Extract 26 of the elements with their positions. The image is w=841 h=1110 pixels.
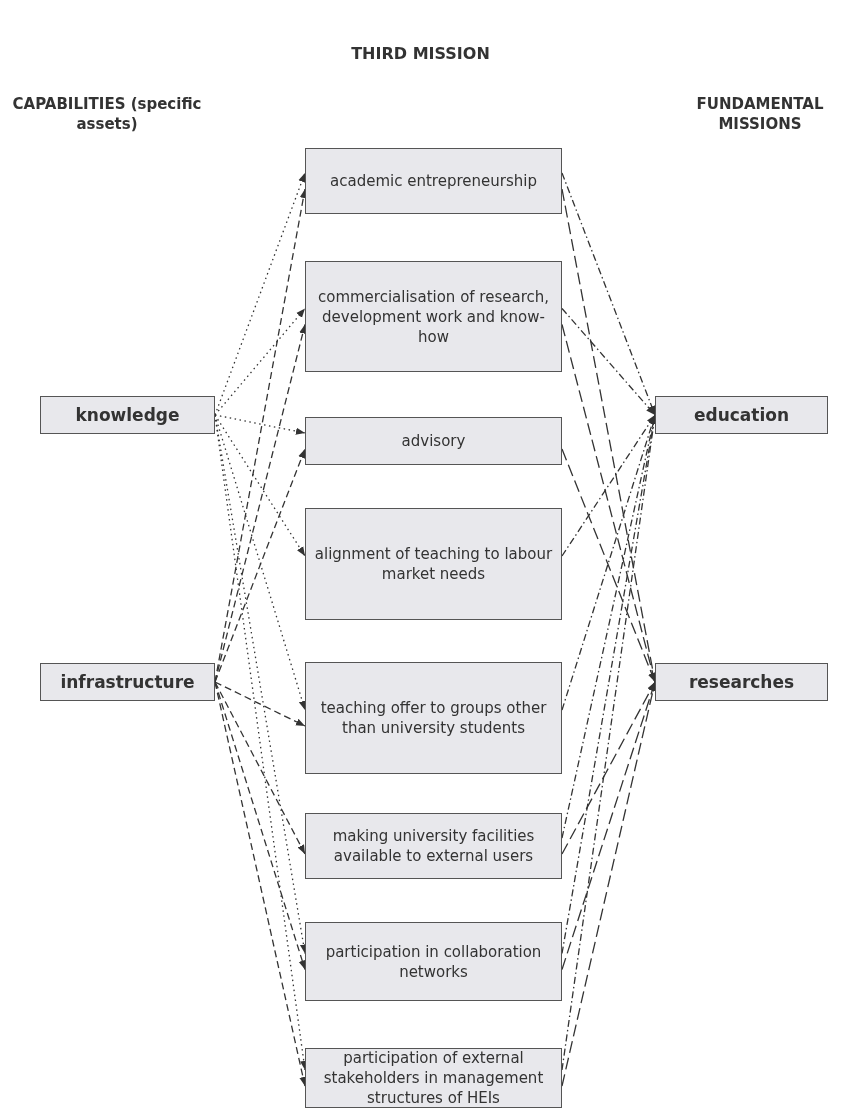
- arrow: [561, 323, 657, 683]
- arrow: [561, 307, 656, 416]
- arrow: [561, 414, 656, 711]
- activity-box: teaching offer to groups other than university students: [305, 662, 562, 774]
- activity-box: making university facilities available to external users: [305, 813, 562, 879]
- activity-box: participation in collaboration networks: [305, 922, 562, 1001]
- arrow: [214, 681, 306, 727]
- activity-box: alignment of teaching to labour market needs: [305, 508, 562, 620]
- activity-box: participation of external stakeholders in management structures of HEIs: [305, 1048, 562, 1108]
- activity-box: commercialisation of research, development work and know-how: [305, 261, 562, 372]
- arrow: [561, 448, 656, 683]
- column-heading: FUNDAMENTAL MISSIONS: [695, 94, 825, 134]
- activity-box: advisory: [305, 417, 562, 465]
- arrow: [214, 307, 306, 416]
- arrow: [214, 681, 306, 855]
- diagram-title: THIRD MISSION: [350, 44, 491, 63]
- category-box: education: [655, 396, 828, 434]
- category-box: infrastructure: [40, 663, 215, 701]
- activity-box: academic entrepreneurship: [305, 148, 562, 214]
- arrow: [214, 448, 306, 683]
- arrow: [214, 414, 306, 435]
- category-box: researches: [655, 663, 828, 701]
- arrow: [561, 414, 656, 557]
- arrow: [561, 681, 656, 855]
- category-box: knowledge: [40, 396, 215, 434]
- column-heading: CAPABILITIES (specific assets): [12, 94, 202, 134]
